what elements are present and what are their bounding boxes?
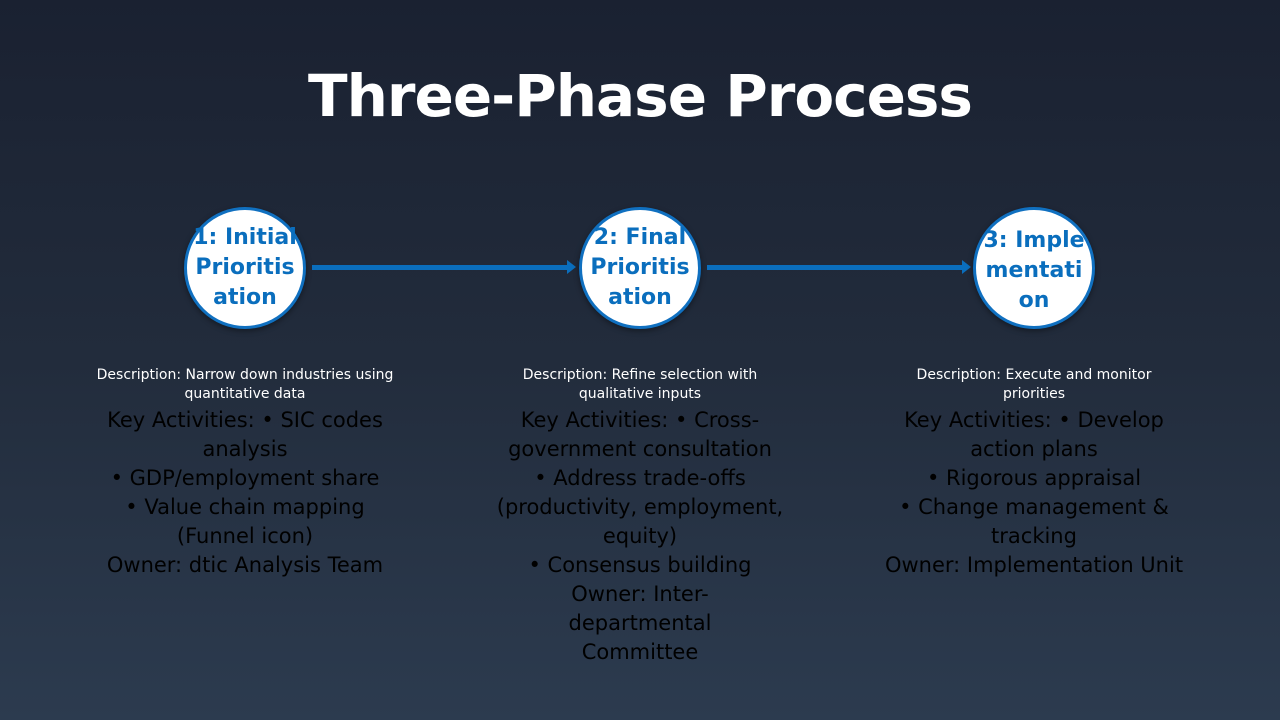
phase-3-activities: Key Activities: • Develop action plans	[904, 408, 1164, 461]
phase-1-owner: Owner: dtic Analysis Team	[106, 553, 384, 577]
phase-2-description: Description: Refine selection with quali…	[522, 367, 758, 402]
phase-1-activities: Key Activities: • SIC codes analysis	[107, 408, 383, 461]
phase-3-details: Description: Execute and monitor priorit…	[844, 366, 1224, 580]
slide-title: Three-Phase Process	[308, 62, 973, 130]
arrow-1-to-2	[312, 260, 576, 274]
phase-2-bullet: • Consensus building	[528, 553, 752, 577]
phase-1-bullet: • GDP/employment share	[110, 466, 380, 490]
phase-3-bullet: • Change management & tracking	[899, 495, 1169, 548]
phase-1-label: 1: Initial Prioritisation	[193, 225, 297, 310]
phase-1-details: Description: Narrow down industries usin…	[55, 366, 435, 580]
phase-1-bullet: • Value chain mapping (Funnel icon)	[125, 495, 365, 548]
phase-3-owner: Owner: Implementation Unit	[884, 553, 1184, 577]
phase-3-circle: 3: Implementation	[973, 207, 1095, 329]
phase-2-activities: Key Activities: • Cross-government consu…	[508, 408, 772, 461]
arrow-2-to-3	[707, 260, 971, 274]
phase-3-description: Description: Execute and monitor priorit…	[916, 367, 1152, 402]
phase-2-owner: Owner: Inter-departmental Committee	[568, 582, 712, 664]
phase-1-description: Description: Narrow down industries usin…	[96, 367, 394, 402]
phase-2-label: 2: Final Prioritisation	[590, 225, 690, 310]
phase-3-label: 3: Implementation	[983, 228, 1085, 314]
phase-2-details: Description: Refine selection with quali…	[450, 366, 830, 667]
phase-2-circle: 2: Final Prioritisation	[579, 207, 701, 329]
phase-3-bullet: • Rigorous appraisal	[926, 466, 1142, 490]
phase-2-bullet: • Address trade-offs (productivity, empl…	[496, 466, 784, 548]
phase-1-circle: 1: Initial Prioritisation	[184, 207, 306, 329]
